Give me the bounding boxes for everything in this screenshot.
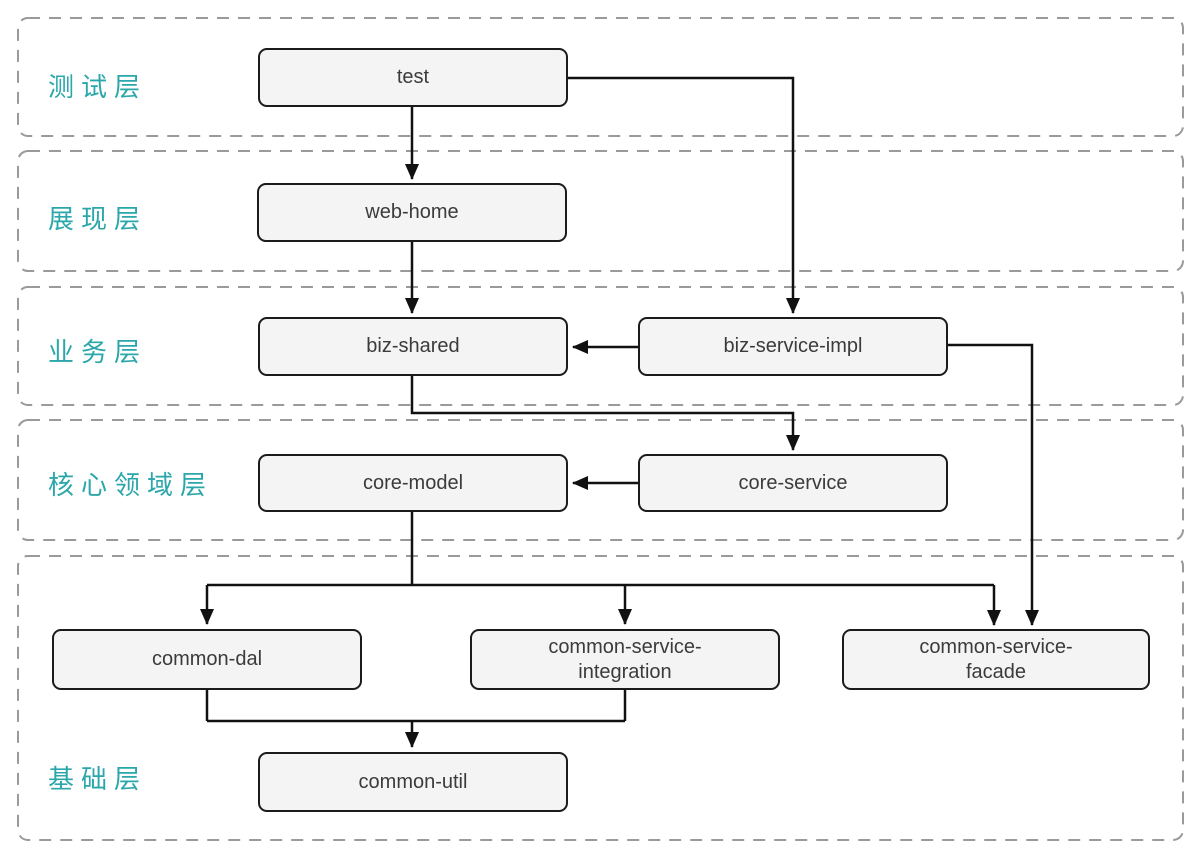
node-test: test xyxy=(258,48,568,107)
layer-band-test xyxy=(17,17,1184,137)
node-biz-service-impl: biz-service-impl xyxy=(638,317,948,376)
layer-band-business xyxy=(17,286,1184,406)
edge-test-to-biz-service-impl xyxy=(568,76,800,314)
layer-label-core-domain: 核心领域层 xyxy=(48,470,214,500)
node-core-model: core-model xyxy=(258,454,568,512)
layer-label-foundation: 基础层 xyxy=(48,764,148,794)
layer-label-test: 测试层 xyxy=(48,72,148,102)
node-common-dal: common-dal xyxy=(52,629,362,690)
layer-band-foundation xyxy=(17,555,1184,841)
node-biz-shared: biz-shared xyxy=(258,317,568,376)
node-common-service-facade: common-service- facade xyxy=(842,629,1150,690)
layer-label-presentation: 展现层 xyxy=(48,204,148,234)
node-common-service-integration: common-service- integration xyxy=(470,629,780,690)
node-core-service: core-service xyxy=(638,454,948,512)
edge-biz-shared-to-core-service xyxy=(410,376,800,451)
node-web-home: web-home xyxy=(257,183,567,242)
edge-biz-service-impl-to-common-service-facade xyxy=(948,343,1039,626)
node-common-util: common-util xyxy=(258,752,568,812)
layer-label-business: 业务层 xyxy=(48,337,148,367)
layer-band-presentation xyxy=(17,150,1184,272)
